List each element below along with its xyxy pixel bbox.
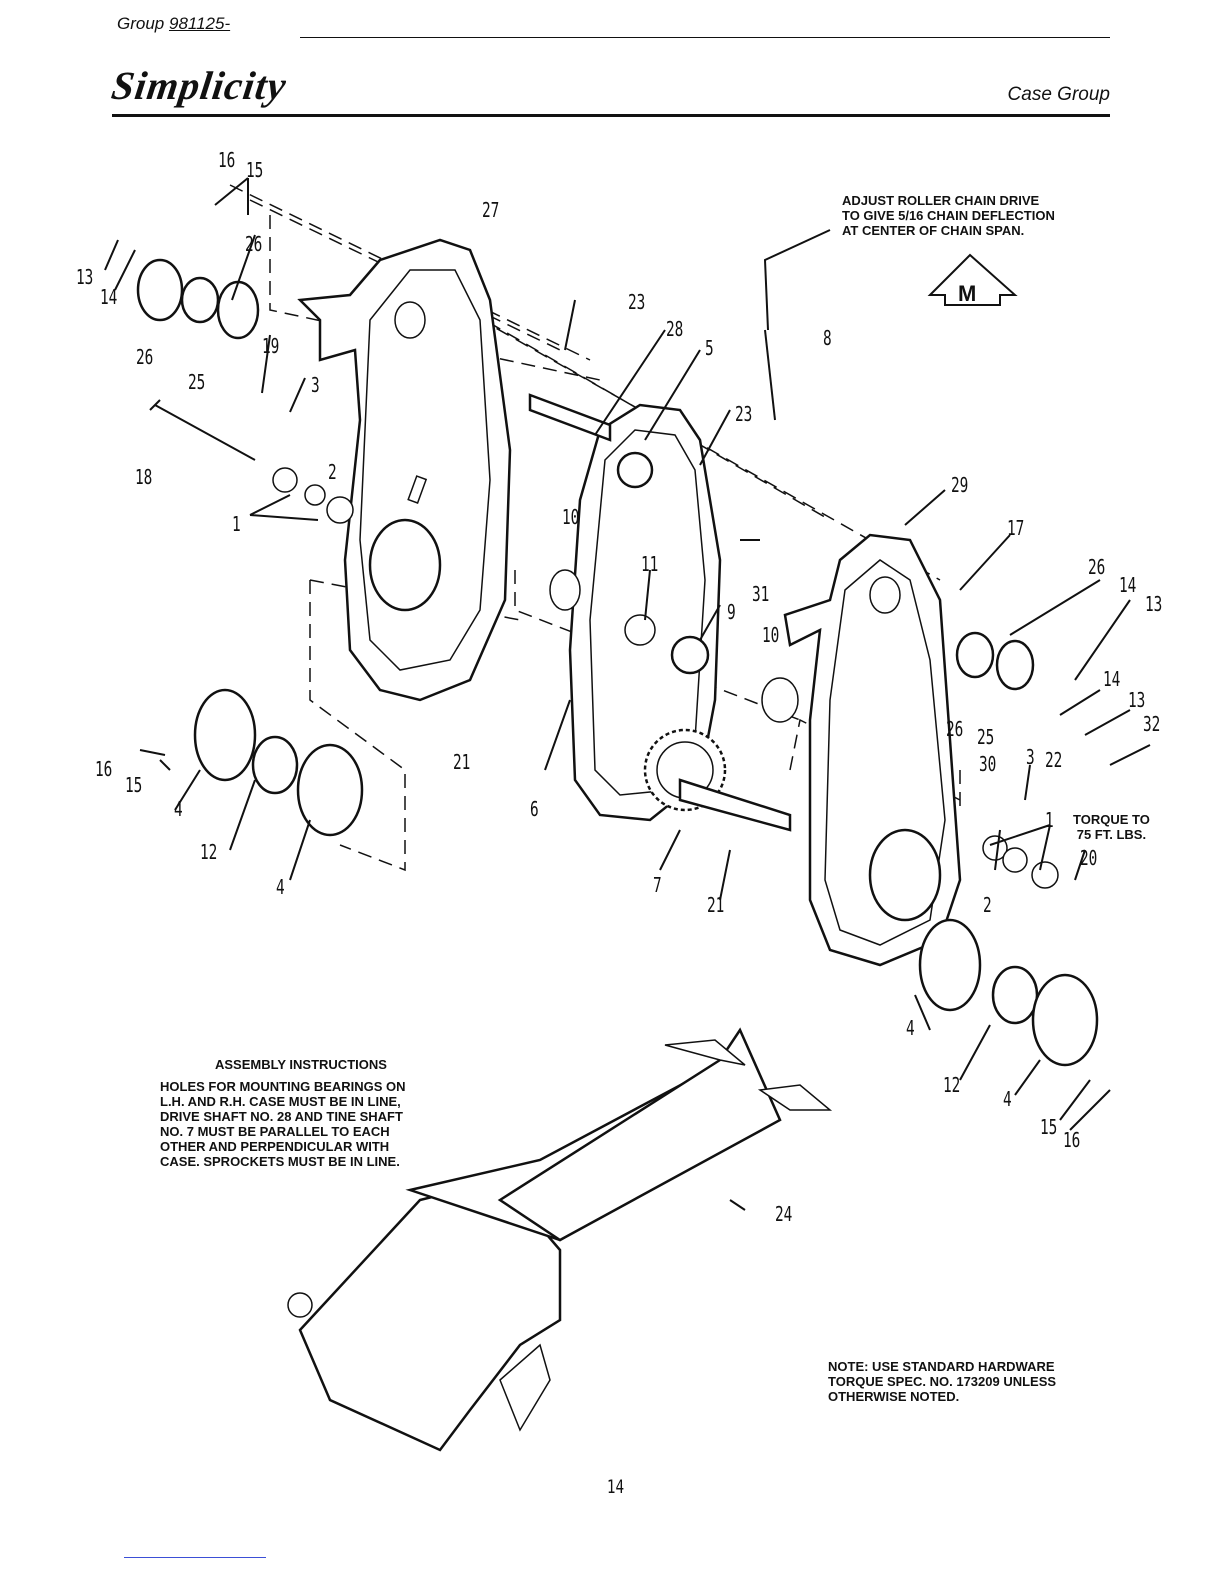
callout-16: 16 — [218, 148, 236, 172]
section-title: Case Group — [1007, 84, 1110, 105]
callout-32: 32 — [1143, 712, 1161, 736]
callout-23a: 23 — [628, 290, 646, 314]
callout-31: 31 — [752, 582, 770, 606]
callout-16b: 16 — [95, 757, 113, 781]
header-rule — [300, 37, 1110, 38]
callout-9: 9 — [727, 600, 736, 624]
callout-14b: 14 — [1119, 573, 1137, 597]
callout-13a: 13 — [76, 265, 94, 289]
chain-adjust-note: ADJUST ROLLER CHAIN DRIVE TO GIVE 5/16 C… — [842, 193, 1055, 238]
group-label-text: Group — [117, 14, 165, 33]
chain-adjust-line-2: TO GIVE 5/16 CHAIN DEFLECTION — [842, 208, 1055, 223]
hardware-note: NOTE: USE STANDARD HARDWARE TORQUE SPEC.… — [828, 1359, 1056, 1404]
callout-2b: 2 — [983, 893, 992, 917]
drive-shaft — [528, 393, 612, 442]
torque-note: TORQUE TO 75 FT. LBS. — [1073, 812, 1150, 842]
assembly-line-5: OTHER AND PERPENDICULAR WITH — [160, 1139, 390, 1154]
callout-3b: 3 — [1026, 745, 1035, 769]
group-number: 981125- — [168, 14, 231, 33]
left-chain-case — [297, 238, 512, 702]
header-divider — [112, 114, 1110, 117]
callout-27: 27 — [482, 198, 500, 222]
assembly-title: ASSEMBLY INSTRUCTIONS — [215, 1057, 387, 1072]
callout-16c: 16 — [1063, 1128, 1081, 1152]
callout-18: 18 — [135, 465, 153, 489]
page-number: 14 — [606, 1476, 625, 1498]
middle-chain-case — [568, 403, 792, 832]
assembly-line-6: CASE. SPROCKETS MUST BE IN LINE. — [160, 1154, 400, 1169]
callout-19: 19 — [262, 334, 280, 358]
callout-10b: 10 — [762, 623, 780, 647]
callout-10a: 10 — [562, 505, 580, 529]
callout-15c: 15 — [1040, 1115, 1058, 1139]
left-bearing-set — [136, 258, 364, 837]
callout-15: 15 — [246, 158, 264, 182]
callout-23b: 23 — [735, 402, 753, 426]
hardware-line-2: TORQUE SPEC. NO. 173209 UNLESS — [828, 1374, 1057, 1389]
callout-25b: 25 — [977, 725, 995, 749]
callout-1b: 1 — [1045, 808, 1054, 832]
callout-15b: 15 — [125, 773, 143, 797]
callout-8: 8 — [823, 326, 832, 350]
callout-3a: 3 — [311, 373, 320, 397]
callout-12b: 12 — [943, 1073, 961, 1097]
assembly-line-4: NO. 7 MUST BE PARALLEL TO EACH — [160, 1124, 390, 1139]
m-symbol-label: M — [958, 281, 977, 306]
assembly-line-2: L.H. AND R.H. CASE MUST BE IN LINE, — [160, 1094, 401, 1109]
callout-21a: 21 — [453, 750, 471, 774]
assembly-line-3: DRIVE SHAFT NO. 28 AND TINE SHAFT — [160, 1109, 403, 1124]
torque-line-2: 75 FT. LBS. — [1076, 827, 1147, 842]
group-label: Group 981125- — [117, 14, 230, 34]
callout-26a: 26 — [245, 232, 263, 256]
callout-28: 28 — [666, 317, 684, 341]
callout-13c: 13 — [1128, 688, 1146, 712]
callout-4d: 4 — [1003, 1087, 1012, 1111]
callout-14a: 14 — [100, 285, 118, 309]
assembly-line-1: HOLES FOR MOUNTING BEARINGS ON — [160, 1079, 406, 1094]
callout-26b: 26 — [136, 345, 154, 369]
callout-21b: 21 — [707, 893, 725, 917]
footer-link-line — [124, 1557, 266, 1558]
callout-4b: 4 — [276, 875, 285, 899]
callout-1a: 1 — [232, 512, 241, 536]
callout-7: 7 — [653, 873, 662, 897]
callout-26c: 26 — [1088, 555, 1106, 579]
callout-29: 29 — [951, 473, 969, 497]
callout-22: 22 — [1045, 748, 1063, 772]
right-chain-case — [783, 533, 962, 967]
callout-20: 20 — [1080, 846, 1098, 870]
callout-4c: 4 — [906, 1016, 915, 1040]
mounting-frame — [287, 1027, 833, 1452]
chain-adjust-line-1: ADJUST ROLLER CHAIN DRIVE — [842, 193, 1040, 208]
hardware-line-1: NOTE: USE STANDARD HARDWARE — [828, 1359, 1055, 1374]
callout-13b: 13 — [1145, 592, 1163, 616]
chain-adjust-line-3: AT CENTER OF CHAIN SPAN. — [842, 223, 1025, 238]
callout-12a: 12 — [200, 840, 218, 864]
callout-5: 5 — [705, 336, 714, 360]
middle-parts — [549, 329, 799, 723]
callout-14c: 14 — [1103, 667, 1121, 691]
callout-4a: 4 — [174, 797, 183, 821]
callout-2a: 2 — [328, 460, 337, 484]
assembly-instructions: HOLES FOR MOUNTING BEARINGS ON L.H. AND … — [160, 1079, 406, 1169]
right-bearing-set — [918, 631, 1099, 1067]
callout-6: 6 — [530, 797, 539, 821]
callout-26d: 26 — [946, 717, 964, 741]
torque-line-1: TORQUE TO — [1073, 812, 1150, 827]
callout-25a: 25 — [188, 370, 206, 394]
m-symbol — [927, 253, 1018, 306]
callout-30: 30 — [979, 752, 997, 776]
callout-24: 24 — [775, 1202, 793, 1226]
leader-lines — [104, 177, 1151, 1211]
callout-11: 11 — [641, 552, 659, 576]
callout-17: 17 — [1007, 516, 1025, 540]
hardware-line-3: OTHERWISE NOTED. — [828, 1389, 960, 1404]
